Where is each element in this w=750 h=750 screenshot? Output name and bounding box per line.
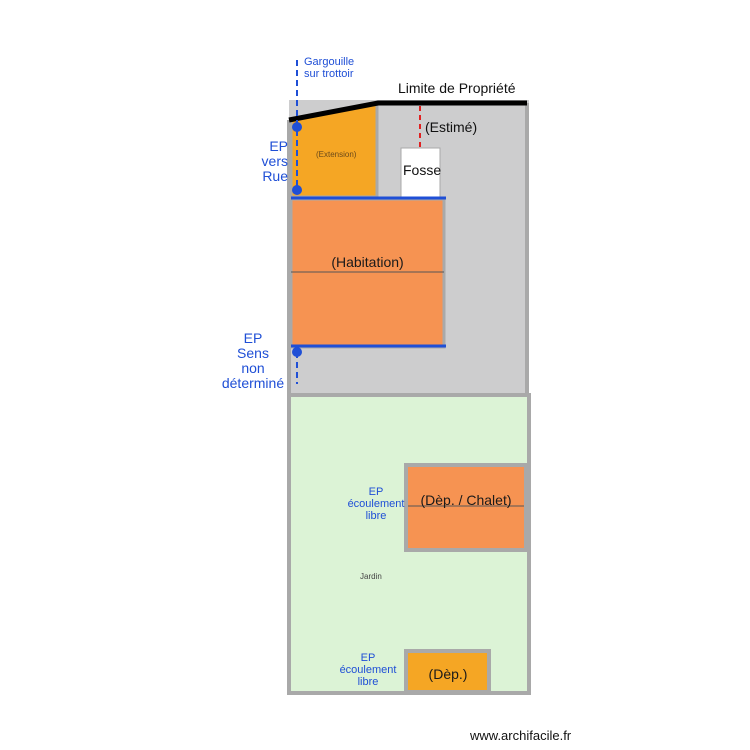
ep-libre-label-1: EP écoulement libre bbox=[347, 486, 405, 522]
dep-chalet-label: (Dèp. / Chalet) bbox=[420, 492, 512, 508]
habitation-label: (Habitation) bbox=[331, 254, 404, 270]
extension-label: (Extension) bbox=[316, 150, 357, 159]
ep-sens-label: EP Sens non déterminé bbox=[221, 330, 285, 391]
estimate-label: (Estimé) bbox=[425, 119, 478, 135]
ep-vers-rue-label: EP vers Rue bbox=[261, 138, 288, 184]
drain-point-sens bbox=[292, 347, 302, 357]
property-limit-label: Limite de Propriété bbox=[398, 80, 516, 96]
dep-label: (Dèp.) bbox=[428, 666, 468, 682]
fosse-label: Fosse bbox=[403, 162, 442, 178]
habitation-room bbox=[289, 197, 446, 349]
property-limit-line bbox=[288, 100, 527, 123]
ep-libre-label-2: EP écoulement libre bbox=[339, 652, 397, 688]
dep-chalet-room bbox=[404, 463, 528, 552]
jardin-label: Jardin bbox=[360, 572, 382, 581]
watermark: www.archifacile.fr bbox=[470, 728, 572, 743]
drain-point-top bbox=[292, 122, 302, 132]
dep-room bbox=[404, 649, 491, 694]
drain-point-rue bbox=[292, 185, 302, 195]
gargouille-label: Gargouille sur trottoir bbox=[304, 56, 355, 80]
